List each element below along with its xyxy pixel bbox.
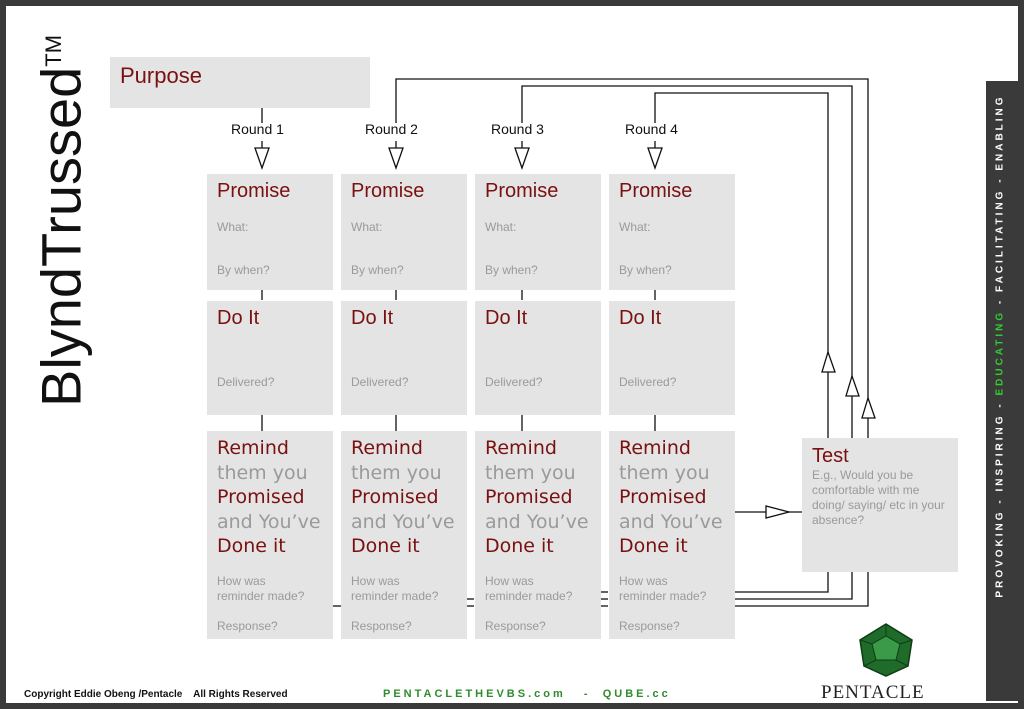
doit-title: Do It [351, 307, 394, 329]
remind-how: reminder made? [217, 589, 305, 603]
remind-response: Response? [619, 619, 680, 633]
promise-title: Promise [485, 180, 559, 202]
remind-line: Promised [485, 486, 573, 508]
remind-line: Done it [217, 535, 286, 557]
remind-box-2: Remind them you Promised and You’ve Done… [341, 431, 467, 639]
doit-title: Do It [619, 307, 662, 329]
tagline: PROVOKING - INSPIRING - EDUCATING - FACI… [994, 94, 1006, 598]
promise-what: What: [485, 220, 517, 234]
footer-website[interactable]: PENTACLETHEVBS.com - QUBE.cc [383, 688, 671, 700]
remind-line: Promised [351, 486, 439, 508]
test-title: Test [812, 445, 849, 467]
round-label-4: Round 4 [625, 121, 678, 137]
pentacle-gem-icon [859, 623, 913, 677]
promise-title: Promise [351, 180, 425, 202]
promise-by-when: By when? [485, 263, 538, 277]
promise-box-3: Promise What: By when? [475, 174, 601, 290]
remind-line: Remind [485, 437, 557, 459]
remind-how: How was [619, 574, 668, 588]
round2-arrow-icon [388, 147, 404, 170]
promise-by-when: By when? [619, 263, 672, 277]
remind-line: Promised [619, 486, 707, 508]
remind-line: them you [351, 461, 442, 484]
loop-arrow-icon [821, 349, 836, 373]
remind-how: How was [351, 574, 400, 588]
round1-arrow-icon [254, 147, 270, 170]
doit-box-2: Do It Delivered? [341, 301, 467, 415]
promise-by-when: By when? [217, 263, 270, 277]
remind-line: and You’ve [485, 510, 589, 533]
promise-title: Promise [619, 180, 693, 202]
doit-box-4: Do It Delivered? [609, 301, 735, 415]
remind-how: How was [485, 574, 534, 588]
footer-copyright: Copyright Eddie Obeng /Pentacle All Righ… [24, 689, 288, 700]
promise-by-when: By when? [351, 263, 404, 277]
promise-what: What: [619, 220, 651, 234]
test-box: Test E.g., Would you be comfortable with… [802, 438, 958, 572]
remind-how: reminder made? [485, 589, 573, 603]
round-label-3: Round 3 [491, 121, 544, 137]
remind-box-3: Remind them you Promised and You’ve Done… [475, 431, 601, 639]
remind-how: How was [217, 574, 266, 588]
remind-line: and You’ve [217, 510, 321, 533]
doit-box-3: Do It Delivered? [475, 301, 601, 415]
remind-response: Response? [485, 619, 546, 633]
doit-title: Do It [217, 307, 260, 329]
remind-response: Response? [351, 619, 412, 633]
promise-title: Promise [217, 180, 291, 202]
doit-title: Do It [485, 307, 528, 329]
doit-box-1: Do It Delivered? [207, 301, 333, 415]
round4-arrow-icon [647, 147, 663, 170]
pentacle-logo-text: PENTACLE [821, 682, 925, 703]
remind-line: Done it [619, 535, 688, 557]
promise-what: What: [351, 220, 383, 234]
remind-line: Promised [217, 486, 305, 508]
loop-arrow-icon [845, 373, 860, 397]
doit-delivered: Delivered? [351, 375, 409, 389]
remind-line: Done it [351, 535, 420, 557]
promise-what: What: [217, 220, 249, 234]
loop-arrow-icon [861, 395, 876, 419]
doit-delivered: Delivered? [619, 375, 677, 389]
round-label-1: Round 1 [231, 121, 284, 137]
remind-box-4: Remind them you Promised and You’ve Done… [609, 431, 735, 639]
remind-line: Done it [485, 535, 554, 557]
round3-arrow-icon [514, 147, 530, 170]
doit-delivered: Delivered? [217, 375, 275, 389]
test-arrow-icon [765, 505, 792, 519]
diagram-canvas: BlyndTrussedTM [6, 6, 1018, 703]
remind-line: Remind [619, 437, 691, 459]
purpose-box: Purpose [110, 57, 370, 108]
test-text: E.g., Would you be comfortable with me d… [812, 468, 945, 527]
remind-line: Remind [351, 437, 423, 459]
remind-box-1: Remind them you Promised and You’ve Done… [207, 431, 333, 639]
round-label-2: Round 2 [365, 121, 418, 137]
remind-how: reminder made? [351, 589, 439, 603]
remind-line: them you [485, 461, 576, 484]
tagline-band [986, 81, 1018, 701]
remind-line: and You’ve [351, 510, 455, 533]
remind-how: reminder made? [619, 589, 707, 603]
remind-response: Response? [217, 619, 278, 633]
purpose-label: Purpose [120, 63, 202, 88]
promise-box-2: Promise What: By when? [341, 174, 467, 290]
remind-line: them you [217, 461, 308, 484]
remind-line: and You’ve [619, 510, 723, 533]
promise-box-1: Promise What: By when? [207, 174, 333, 290]
remind-line: them you [619, 461, 710, 484]
promise-box-4: Promise What: By when? [609, 174, 735, 290]
doit-delivered: Delivered? [485, 375, 543, 389]
remind-line: Remind [217, 437, 289, 459]
